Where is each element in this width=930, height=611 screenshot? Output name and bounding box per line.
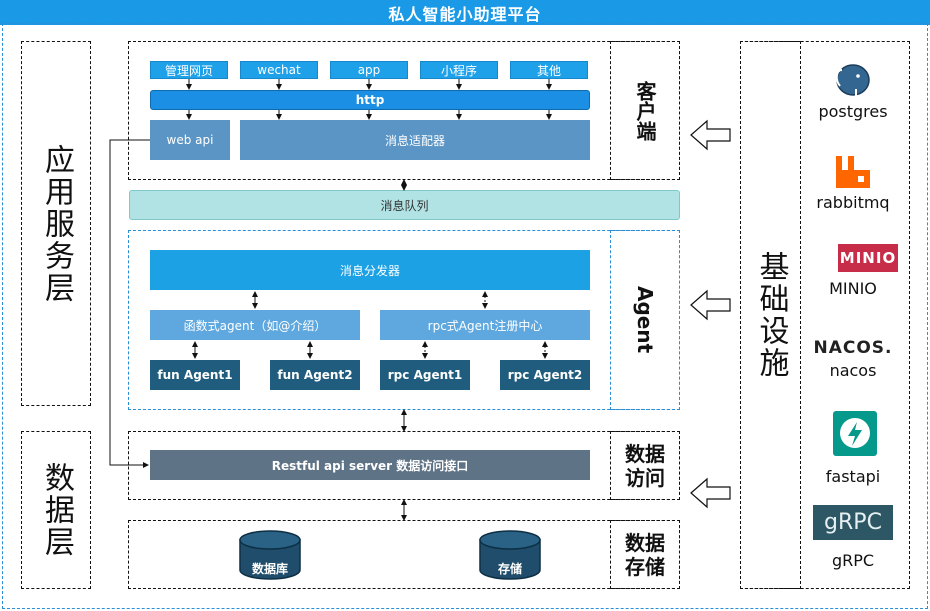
fun-agent-1-box: fun Agent1 bbox=[150, 360, 240, 390]
client-section-label: 客户端 bbox=[633, 80, 657, 141]
infra-to-client-arrow bbox=[690, 119, 731, 151]
http-bar: http bbox=[150, 90, 590, 110]
channel-wechat: wechat bbox=[240, 61, 318, 79]
channel-other: 其他 bbox=[510, 61, 588, 79]
storage-label: 存储 bbox=[497, 561, 522, 576]
webapi-restful-connector bbox=[109, 139, 150, 468]
infra-fastapi-label: fastapi bbox=[825, 466, 881, 486]
data-access-label: 数据访问 bbox=[625, 441, 665, 490]
message-dispatcher-box: 消息分发器 bbox=[150, 250, 590, 290]
infra-minio-label: MINIO bbox=[829, 278, 877, 298]
infra-rabbitmq-label: rabbitmq bbox=[816, 192, 890, 212]
infra-nacos-label: nacos bbox=[829, 360, 877, 380]
data-storage-label: 数据存储 bbox=[625, 530, 665, 579]
web-api-box: web api bbox=[150, 120, 230, 160]
agent-section-label: Agent bbox=[633, 286, 657, 354]
database-label: 数据库 bbox=[251, 561, 288, 576]
rpc-agent-1-box: rpc Agent1 bbox=[380, 360, 470, 390]
rpc-agent-2-box: rpc Agent2 bbox=[500, 360, 590, 390]
postgres-elephant-icon bbox=[835, 64, 870, 104]
data-layer-label: 数据层 bbox=[39, 462, 74, 558]
infra-to-data-access-arrow bbox=[690, 477, 731, 509]
infrastructure-label-wrap: 基础设施 bbox=[740, 41, 801, 589]
nacos-logo: NACOS. bbox=[813, 338, 893, 358]
page-title: 私人智能小助理平台 bbox=[0, 0, 930, 25]
function-agent-box: 函数式agent（如@介绍） bbox=[150, 310, 360, 340]
fastapi-icon bbox=[833, 411, 877, 456]
rabbitmq-icon bbox=[836, 156, 870, 188]
agent-links bbox=[192, 291, 548, 359]
data-storage-label-box: 数据存储 bbox=[610, 520, 680, 589]
infrastructure-label: 基础设施 bbox=[753, 251, 789, 379]
infra-arrows bbox=[690, 119, 731, 509]
restful-api-server-box: Restful api server 数据访问接口 bbox=[150, 450, 590, 480]
infrastructure-label-box bbox=[740, 41, 801, 589]
minio-logo: MINIO bbox=[838, 244, 898, 272]
fun-agent-2-box: fun Agent2 bbox=[270, 360, 360, 390]
infra-grpc-label: gRPC bbox=[831, 550, 875, 570]
client-section-label-box: 客户端 bbox=[610, 41, 680, 180]
platform-frame bbox=[2, 23, 928, 609]
rpc-registry-box: rpc式Agent注册中心 bbox=[380, 310, 590, 340]
agent-section-label-box: Agent bbox=[610, 230, 680, 410]
channel-mini-program: 小程序 bbox=[420, 61, 498, 79]
infra-postgres-label: postgres bbox=[818, 101, 888, 121]
database-cylinder bbox=[239, 530, 301, 580]
app-service-layer: 应用服务层 bbox=[21, 41, 91, 406]
message-adapter-box: 消息适配器 bbox=[240, 120, 590, 160]
infra-to-agent-arrow bbox=[690, 289, 731, 321]
data-layer: 数据层 bbox=[21, 431, 91, 589]
message-queue-bar: 消息队列 bbox=[129, 190, 680, 220]
grpc-logo: gRPC bbox=[813, 505, 893, 540]
storage-cylinder bbox=[479, 530, 541, 580]
channel-app: app bbox=[330, 61, 408, 79]
app-service-layer-label: 应用服务层 bbox=[39, 143, 74, 304]
data-access-label-box: 数据访问 bbox=[610, 431, 680, 500]
channel-admin-web: 管理网页 bbox=[150, 61, 228, 79]
channel-arrows bbox=[186, 79, 552, 120]
